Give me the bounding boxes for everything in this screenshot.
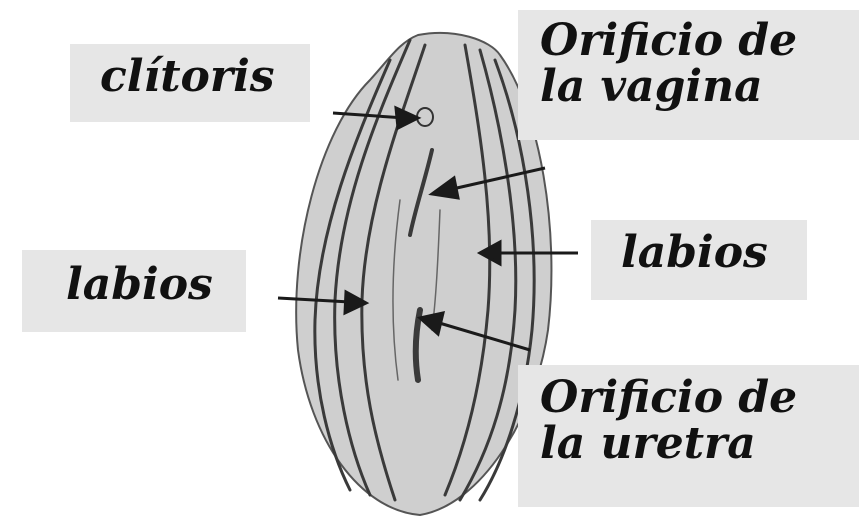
label-vaginal-opening-line2: la vagina bbox=[540, 64, 859, 110]
label-urethral-opening: Orificio de la uretra bbox=[518, 365, 859, 507]
label-labia-right-text: labios bbox=[621, 230, 807, 276]
label-labia-left-text: labios bbox=[66, 262, 246, 308]
label-vaginal-opening-line1: Orificio de bbox=[540, 18, 859, 64]
label-labia-left: labios bbox=[22, 250, 246, 332]
label-labia-right: labios bbox=[591, 220, 807, 300]
vulva-outline bbox=[296, 33, 551, 515]
label-urethral-opening-line1: Orificio de bbox=[540, 375, 859, 421]
label-clitoris: clítoris bbox=[70, 44, 310, 122]
label-clitoris-text: clítoris bbox=[100, 54, 310, 100]
label-urethral-opening-line2: la uretra bbox=[540, 421, 859, 467]
label-vaginal-opening: Orificio de la vagina bbox=[518, 10, 859, 140]
